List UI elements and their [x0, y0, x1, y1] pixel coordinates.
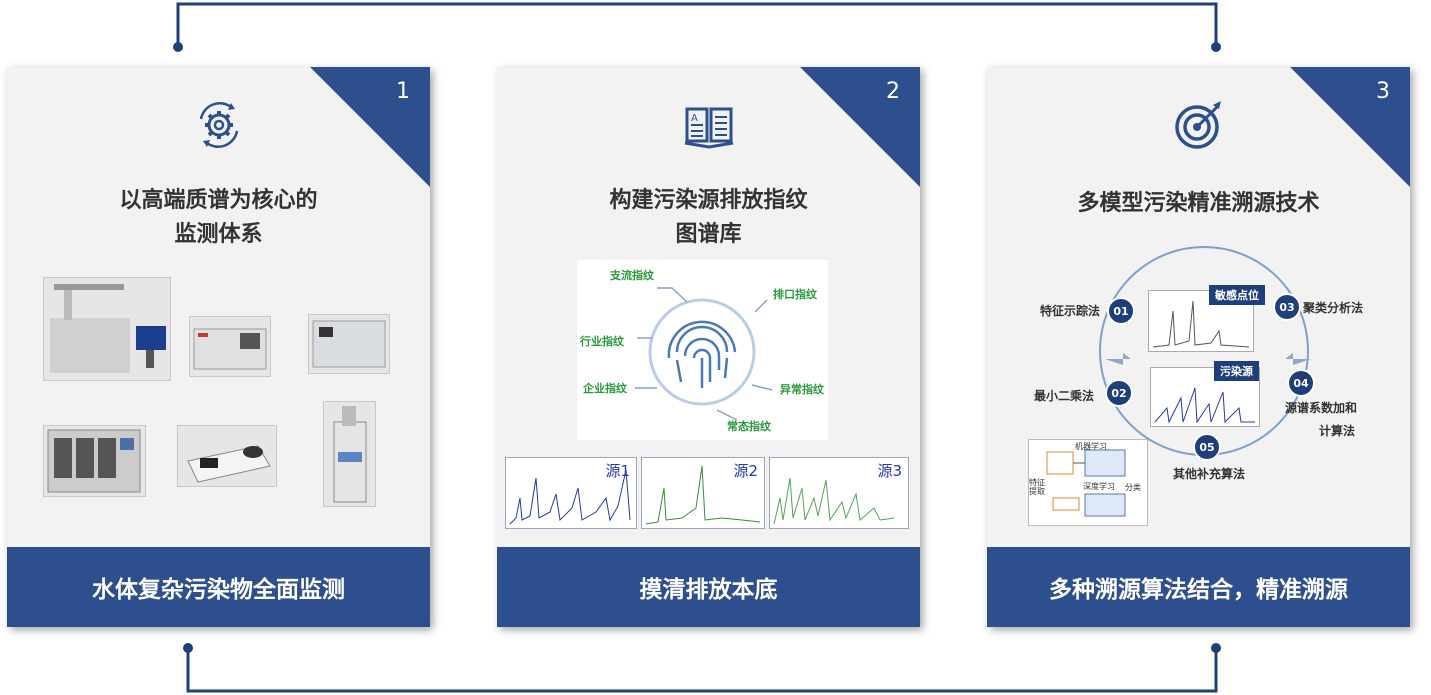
step-badge: 02 [1105, 379, 1133, 407]
card-title: 构建污染源排放指纹 图谱库 [497, 184, 920, 252]
instrument-gc-ms [43, 277, 171, 381]
spectrum-label: 源3 [877, 462, 902, 480]
spectrum-3: 源3 [769, 457, 909, 529]
ml-diagram: 机器学习 特征 提取 深度学习 分类 [1028, 439, 1148, 526]
step-badge: 01 [1107, 297, 1135, 325]
fingerprint-label: 常态指纹 [727, 420, 771, 433]
title-line: 图谱库 [675, 222, 742, 247]
method-label: 特征示踪法 [1040, 304, 1101, 318]
ml-feat-label: 特征 [1029, 478, 1045, 487]
corner-badge [310, 67, 430, 187]
fingerprint-label: 行业指纹 [580, 335, 624, 348]
card-footer: 摸清排放本底 [497, 547, 920, 627]
method-label: 最小二乘法 [1034, 389, 1095, 403]
instrument-analyzer [189, 316, 271, 377]
card-title: 以高端质谱为核心的 监测体系 [7, 184, 430, 252]
book-icon: A [497, 97, 920, 153]
card-number: 1 [396, 79, 410, 104]
instrument-cabinet [43, 425, 146, 497]
fingerprint-label: 排口指纹 [773, 288, 817, 301]
fingerprint-diagram: 支流指纹 行业指纹 企业指纹 排口指纹 异常指纹 常态指纹 [577, 260, 828, 440]
fingerprint-label: 支流指纹 [610, 269, 654, 282]
fingerprint-label: 异常指纹 [780, 383, 824, 396]
title-line: 监测体系 [174, 222, 263, 247]
card-footer: 多种溯源算法结合，精准溯源 [987, 547, 1410, 627]
target-icon [987, 97, 1410, 153]
corner-badge [1290, 67, 1410, 187]
gear-cycle-icon [7, 97, 430, 153]
ml-title-bottom: 深度学习 [1083, 482, 1115, 491]
corner-badge [800, 67, 920, 187]
card-title: 多模型污染精准溯源技术 [987, 187, 1410, 221]
card-number: 2 [886, 79, 900, 104]
method-label: 计算法 [1319, 424, 1356, 438]
step-badge: 03 [1273, 293, 1301, 321]
method-label: 聚类分析法 [1303, 301, 1364, 315]
svg-text:A: A [691, 113, 698, 124]
fingerprint-label: 企业指纹 [583, 382, 627, 395]
spectrum-label: 源2 [733, 462, 758, 480]
step-badge: 05 [1193, 433, 1221, 461]
spectrum-1: 源1 [505, 457, 637, 529]
title-line: 以高端质谱为核心的 [119, 188, 318, 213]
method-label: 源谱系数加和 [1285, 401, 1358, 415]
spectrum-label: 源1 [605, 462, 630, 480]
instrument-column [323, 401, 376, 507]
tag-sensitive: 敏感点位 [1209, 285, 1265, 305]
step-badge: 04 [1287, 369, 1315, 397]
method-label: 其他补充算法 [1173, 467, 1246, 481]
card-fingerprint: 2 A 构建污染源排放指纹 图谱库 [497, 67, 920, 627]
card-monitoring: 1 以高端质谱为核心的 监测体系 [7, 67, 430, 627]
fingerprint-icon [635, 287, 773, 421]
instrument-reader [177, 425, 277, 487]
ml-title-top: 机器学习 [1075, 442, 1107, 451]
tag-source: 污染源 [1214, 361, 1259, 381]
card-tracing: 3 多模型污染精准溯源技术 敏感点位 污染源 01 特征示踪法 02 最小二乘法… [987, 67, 1410, 627]
instrument-lc [308, 314, 390, 374]
ml-extract-label: 提取 [1029, 487, 1045, 496]
card-number: 3 [1376, 79, 1390, 104]
spectrum-2: 源2 [641, 457, 765, 529]
title-line: 构建污染源排放指纹 [609, 188, 808, 213]
title-line: 多模型污染精准溯源技术 [1077, 191, 1320, 216]
ml-classify-label: 分类 [1125, 483, 1141, 492]
card-footer: 水体复杂污染物全面监测 [7, 547, 430, 627]
